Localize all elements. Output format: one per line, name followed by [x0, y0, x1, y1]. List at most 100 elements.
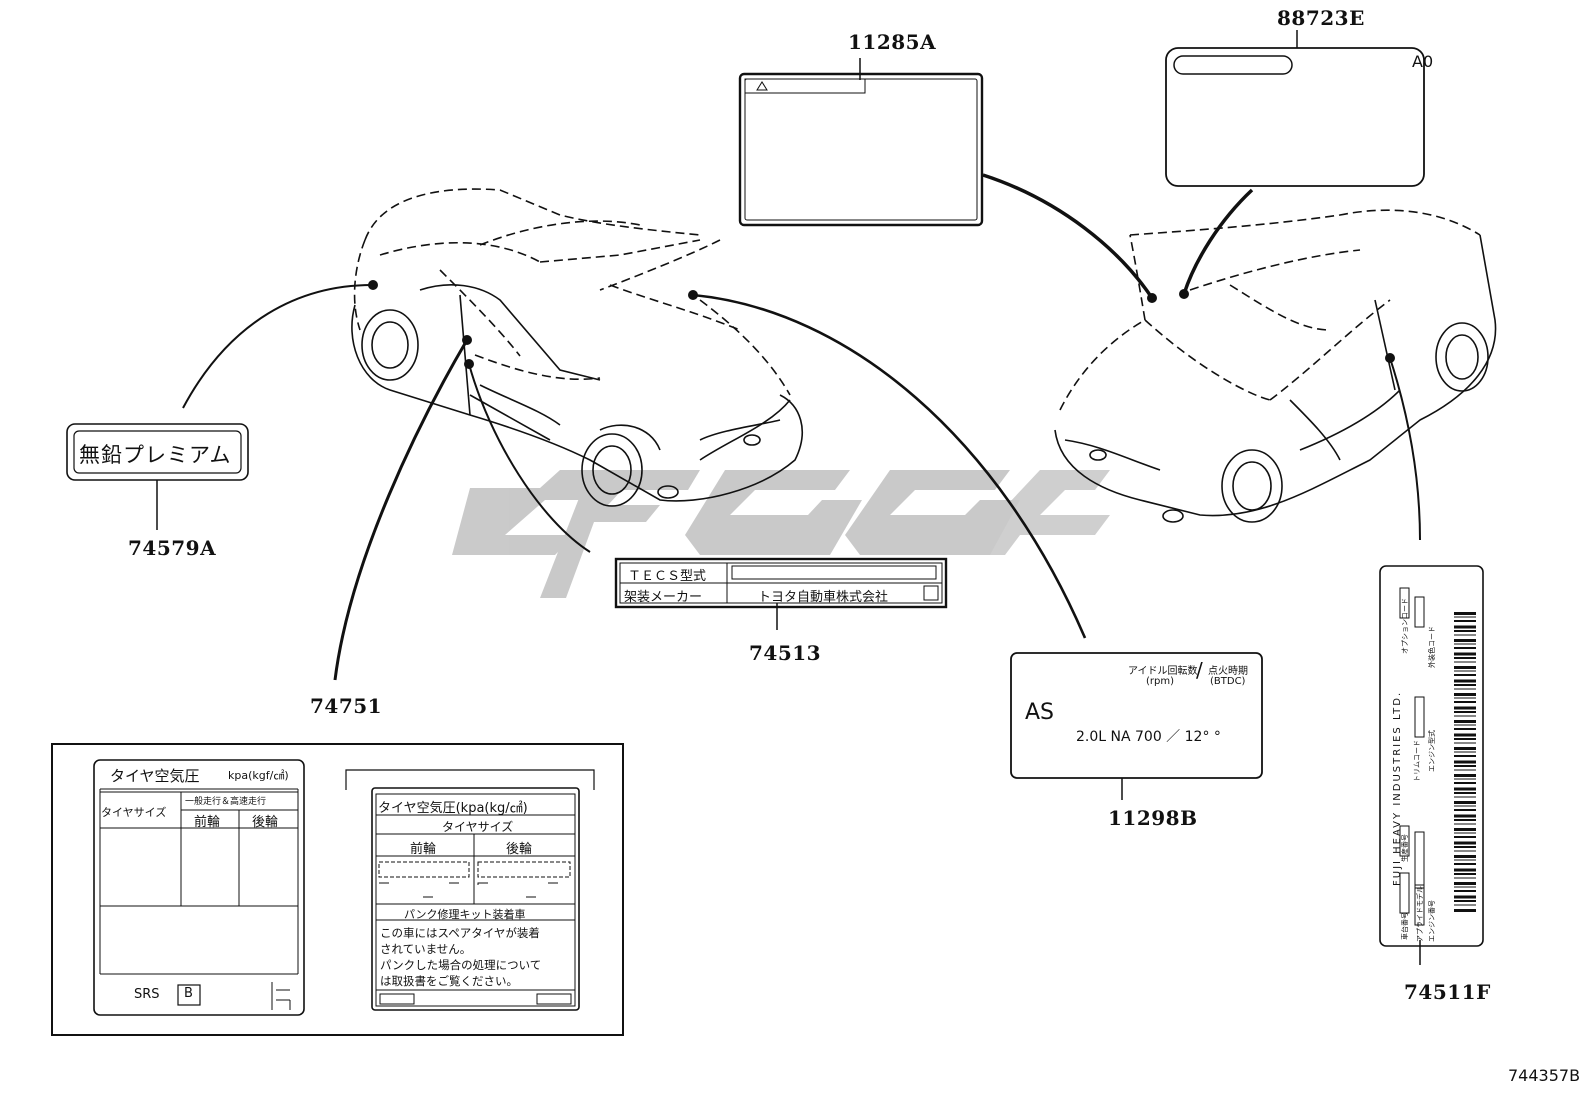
label-74513-row2: 架装メーカー: [624, 590, 703, 605]
left-car-body: [351, 284, 803, 507]
barcode-bar: [1454, 643, 1476, 645]
right-car-body: [1054, 234, 1497, 523]
label-11298B-ignition: 点火時期: [1208, 666, 1248, 677]
barcode-bar: [1454, 846, 1476, 848]
barcode-bar: [1454, 841, 1476, 845]
label-11298B-rpm: (rpm): [1146, 676, 1175, 687]
barcode-bar: [1454, 693, 1476, 696]
barcode-bar: [1454, 697, 1476, 699]
barcode-bar: [1454, 765, 1476, 767]
vin-label-chassis-no: 車台番号: [1401, 912, 1409, 940]
barcode-bar: [1454, 639, 1476, 642]
label-11298B-code: AS: [1025, 700, 1055, 725]
label-11298B-btdc: (BTDC): [1210, 676, 1246, 687]
part-number-74579A: 74579A: [128, 536, 217, 560]
barcode-bar: [1454, 769, 1476, 771]
barcode-bar: [1454, 836, 1476, 838]
barcode-bar: [1454, 674, 1476, 676]
driving-condition-header: 一般走行＆高速走行: [185, 797, 267, 807]
barcode-bar: [1454, 733, 1476, 737]
tire-pressure-title: タイヤ空気圧: [110, 767, 200, 785]
label-88723E: [1165, 47, 1425, 187]
label-88723E-code: A0: [1412, 52, 1434, 71]
barcode-bar: [1454, 728, 1476, 730]
barcode-bar: [1454, 720, 1476, 723]
barcode-bar: [1454, 900, 1476, 902]
barcode-bar: [1454, 715, 1476, 717]
label-74513: [614, 557, 948, 609]
label-74579A-text: 無鉛プレミアム: [79, 443, 232, 467]
left-car-outline: [353, 188, 791, 396]
barcode-bar: [1454, 796, 1476, 798]
barcode-bar: [1454, 684, 1476, 686]
barcode-bar: [1454, 747, 1476, 750]
barcode-bar: [1454, 706, 1476, 710]
vin-label-engine-type: エンジン型式: [1428, 730, 1436, 772]
barcode-bar: [1454, 666, 1476, 669]
barcode-bar: [1454, 828, 1476, 831]
barcode-bar: [1454, 904, 1476, 906]
barcode-bar: [1454, 755, 1476, 757]
vin-label-engine-no: エンジン番号: [1428, 900, 1436, 942]
vin-label-color-code: 外装色コード: [1428, 626, 1436, 668]
barcode-bar: [1454, 823, 1476, 825]
barcode-bar: [1454, 625, 1476, 629]
front-wheel-2: 前輪: [410, 842, 437, 857]
part-number-11298B: 11298B: [1108, 806, 1198, 830]
barcode-bar: [1454, 657, 1476, 659]
leader-lines: [156, 30, 1421, 965]
part-number-74511F: 74511F: [1404, 980, 1491, 1004]
barcode-bar: [1454, 679, 1476, 683]
tire-pressure-unit: kpa(kgf/㎠): [228, 769, 289, 782]
label-11285A: [738, 72, 984, 227]
srs-text: SRS: [134, 987, 160, 1002]
barcode-bar: [1454, 850, 1476, 852]
barcode-bar: [1454, 688, 1476, 690]
barcode-bar: [1454, 890, 1476, 892]
barcode-bar: [1454, 832, 1476, 834]
tire-pressure-title-2: タイヤ空気圧(kpa(kg/㎠): [378, 801, 528, 816]
barcode-bar: [1454, 661, 1476, 663]
barcode-bar: [1454, 612, 1476, 615]
barcode-bar: [1454, 701, 1476, 703]
note-line-1: この車にはスペアタイヤが装着: [380, 926, 540, 940]
barcode-bar: [1454, 787, 1476, 791]
tire-size-2: タイヤサイズ: [442, 820, 514, 834]
watermark-logo: [452, 470, 1110, 598]
barcode-bar: [1454, 855, 1476, 858]
barcode-bar: [1454, 738, 1476, 740]
barcode-bar: [1454, 616, 1476, 618]
barcode-bar: [1454, 868, 1476, 872]
barcode-bar: [1454, 895, 1476, 899]
label-11298B: [1010, 652, 1263, 779]
part-number-11285A: 11285A: [848, 30, 937, 54]
label-74513-maker: トヨタ自動車株式会社: [758, 590, 889, 605]
barcode-bar: [1454, 792, 1476, 794]
note-line-2: されていません。: [380, 942, 472, 956]
part-number-88723E: 88723E: [1277, 6, 1365, 30]
label-74579A: [66, 423, 249, 481]
figure-id: 744357B: [1508, 1066, 1581, 1085]
barcode-bar: [1454, 805, 1476, 807]
barcode-bar: [1454, 670, 1476, 672]
label-11298B-slash: /: [1196, 658, 1203, 682]
attachment-dots: [368, 280, 1395, 369]
barcode-bar: [1454, 877, 1476, 879]
barcode-bar: [1454, 778, 1476, 780]
barcode: [1454, 612, 1476, 912]
barcode-bar: [1454, 809, 1476, 811]
right-car-outline: [1059, 209, 1481, 411]
vin-label-production-no: 生産番号: [1401, 834, 1409, 862]
barcode-bar: [1454, 742, 1476, 744]
barcode-bar: [1454, 782, 1476, 784]
barcode-bar: [1454, 859, 1476, 861]
label-74751: [51, 743, 624, 1036]
rear-wheel-2: 後輪: [506, 842, 533, 857]
barcode-bar: [1454, 774, 1476, 777]
barcode-bar: [1454, 724, 1476, 726]
barcode-bar: [1454, 882, 1476, 885]
vin-label-option-code: オプションコード: [1401, 598, 1409, 654]
note-line-3: パンクした場合の処理について: [380, 958, 542, 972]
barcode-bar: [1454, 647, 1476, 649]
barcode-bar: [1454, 652, 1476, 656]
